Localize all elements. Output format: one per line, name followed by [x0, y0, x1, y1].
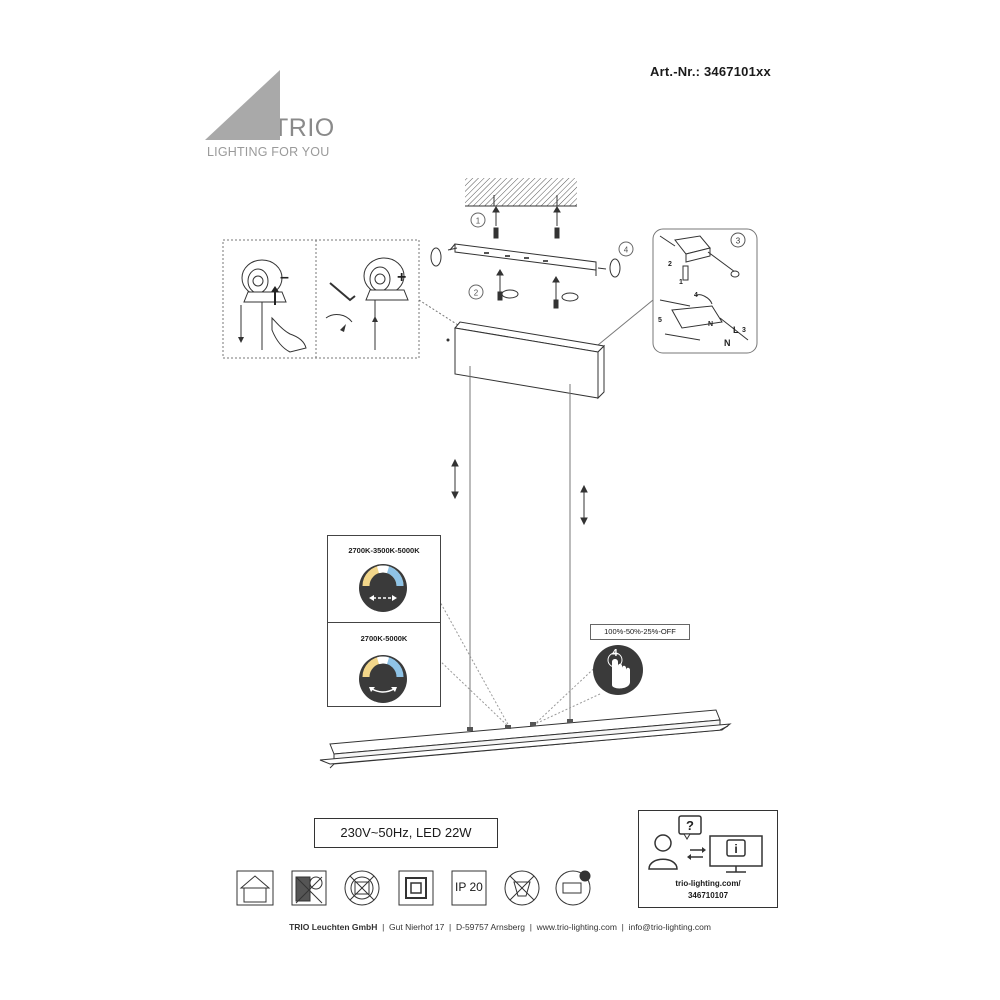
step-1-circle: [470, 212, 486, 228]
step-3-circle: [730, 232, 746, 248]
step-3-wire-label: 3: [742, 327, 746, 334]
no-bulb-replace-icon: [344, 870, 380, 906]
dimming-steps-label: 100%-50%-25%-OFF: [590, 624, 690, 640]
step-1-label: 1: [476, 217, 481, 226]
ip20-icon: [451, 870, 487, 906]
ip-rating-label: IP 20: [455, 880, 483, 894]
step-2-wire-label: 2: [668, 261, 672, 268]
height-arrows: [451, 458, 588, 526]
ceiling-screws: [492, 195, 561, 239]
step-4-circle: [618, 241, 634, 257]
info-url[interactable]: trio-lighting.com/: [675, 879, 741, 888]
touch-dimmer-icon: [593, 645, 643, 695]
allen-key-icon: [329, 282, 356, 302]
article-number: Art.-Nr.: 3467101xx: [650, 64, 771, 79]
step-3-label: 3: [736, 237, 741, 246]
info-box: trio-lighting.com/ 346710107: [638, 810, 778, 908]
ceiling-canopy: [454, 321, 606, 400]
wire-n-label-small: N: [708, 321, 713, 328]
step-1-wire-label: 1: [679, 279, 683, 286]
info-code: 346710107: [687, 891, 729, 900]
wire-n-label: N: [724, 338, 731, 348]
hand-press-icon: [271, 316, 307, 353]
footer: TRIO Leuchten GmbH | Gut Nierhof 17 | D-…: [0, 922, 1000, 932]
ceiling-hatch: [465, 178, 577, 206]
connector-block: [659, 294, 749, 341]
installation-check-icon: [555, 870, 591, 906]
double-insulation-icon: [398, 870, 434, 906]
luminaire-bar: [319, 709, 732, 769]
indoor-use-icon: [236, 870, 274, 906]
panel-divider: [328, 622, 440, 623]
touch-count-label: 4: [612, 648, 618, 659]
plus-sign: +: [397, 269, 406, 286]
footer-company: TRIO Leuchten GmbH: [289, 922, 378, 932]
brand-logo-triangle: [205, 70, 280, 140]
step-5-wire-label: 5: [658, 317, 662, 324]
cct-option-2-label: 2700K-5000K: [360, 634, 408, 643]
cable-grip-right: [363, 257, 409, 350]
cct-options-panel: 2700K-3500K-5000K 2700K-5000K: [327, 535, 441, 707]
adjust-detail-panel: [222, 239, 420, 359]
step-2-circle: [468, 284, 484, 300]
power-spec: 230V~50Hz, LED 22W: [314, 818, 498, 848]
brand-name: TRIO: [273, 114, 335, 142]
step-2-label: 2: [474, 289, 479, 298]
step-4-wire-label: 4: [694, 292, 698, 299]
terminal-block: [659, 235, 740, 281]
wire-l-label: L: [733, 325, 739, 335]
no-dimmer-icon: [291, 870, 327, 906]
minus-sign: –: [280, 269, 289, 286]
footer-address: | Gut Nierhof 17 | D-59757 Arnsberg | ww…: [377, 922, 711, 932]
cct-option-1-label: 2700K-3500K-5000K: [348, 546, 420, 555]
no-cover-icon: [504, 870, 540, 906]
brand-slogan: LIGHTING FOR YOU: [207, 145, 330, 159]
step-4-label: 4: [624, 246, 629, 255]
